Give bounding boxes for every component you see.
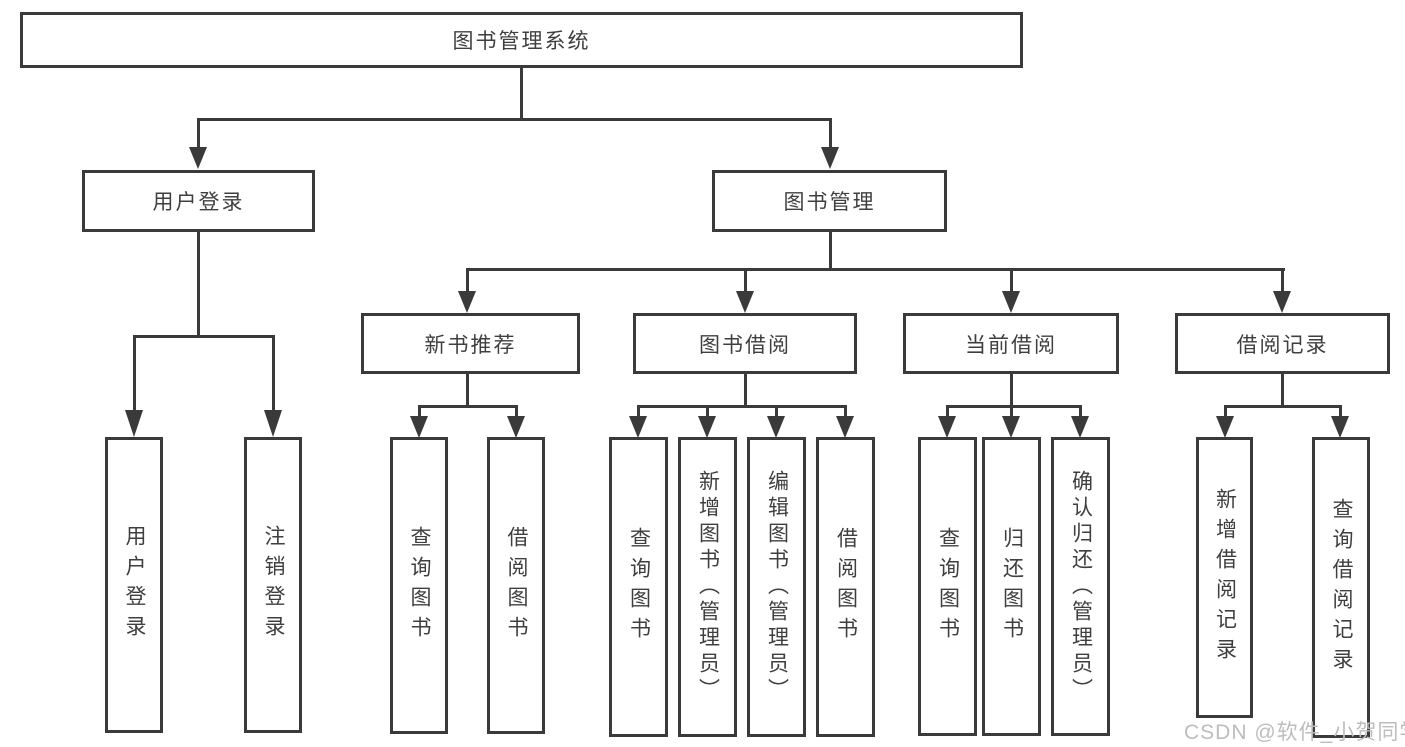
arrow-down-icon	[1273, 291, 1291, 313]
connector-drop-book-borrow	[744, 268, 747, 291]
connector-drop	[706, 405, 709, 416]
connector-drop	[515, 405, 518, 416]
node-leaf-borrow-book-newrec: 借阅图书	[487, 437, 545, 734]
node-leaf-query-book-current-label: 查询图书	[936, 526, 960, 647]
node-root-label: 图书管理系统	[452, 30, 591, 53]
arrow-down-icon	[125, 410, 143, 437]
connector-new-rec-rail	[418, 405, 518, 408]
node-new-book-rec: 新书推荐	[361, 313, 580, 374]
connector-drop-current-borrow	[1010, 268, 1013, 291]
node-leaf-confirm-return-admin: 确认归还（管理员）	[1051, 437, 1110, 736]
arrow-down-icon	[1216, 416, 1234, 438]
connector-user-login-rail	[133, 335, 275, 338]
arrow-down-icon	[1071, 416, 1089, 438]
arrow-down-icon	[1002, 291, 1020, 313]
arrow-down-icon	[189, 147, 207, 169]
arrow-down-icon	[736, 291, 754, 313]
node-leaf-add-borrow-record-label: 新增借阅记录	[1213, 487, 1237, 668]
connector-new-rec-stub	[466, 373, 469, 405]
arrow-down-icon	[507, 416, 525, 438]
connector-borrow-records-rail	[1224, 405, 1342, 408]
connector-current-borrow-rail	[946, 405, 1082, 408]
connector-book-borrow-rail	[637, 405, 847, 408]
node-leaf-query-borrow-record: 查询借阅记录	[1312, 437, 1370, 738]
arrow-down-icon	[821, 147, 839, 169]
watermark: CSDN @软件_小贺同学	[1184, 721, 1405, 744]
connector-root-stub	[520, 68, 523, 118]
node-book-mgmt: 图书管理	[712, 170, 947, 232]
connector-drop	[946, 405, 949, 416]
arrow-down-icon	[938, 416, 956, 438]
node-user-login-label: 用户登录	[152, 191, 245, 214]
node-leaf-user-login: 用户登录	[105, 437, 163, 733]
connector-drop-book-mgmt	[829, 118, 832, 147]
node-book-borrow-label: 图书借阅	[699, 333, 791, 357]
node-new-book-rec-label: 新书推荐	[424, 333, 517, 357]
arrow-down-icon	[1331, 416, 1349, 438]
connector-book-mgmt-stub	[829, 232, 832, 268]
node-leaf-borrow-book-borrow: 借阅图书	[816, 437, 875, 737]
node-leaf-add-borrow-record: 新增借阅记录	[1196, 437, 1253, 718]
node-leaf-edit-book-admin-label: 编辑图书（管理员）	[765, 470, 789, 704]
node-user-login: 用户登录	[82, 170, 315, 232]
node-leaf-query-book-current: 查询图书	[918, 437, 977, 736]
node-root: 图书管理系统	[20, 12, 1023, 68]
node-leaf-query-book-borrow-label: 查询图书	[627, 527, 651, 647]
connector-current-borrow-stub	[1010, 373, 1013, 405]
node-borrow-records: 借阅记录	[1175, 313, 1390, 374]
connector-drop	[418, 405, 421, 416]
node-current-borrow: 当前借阅	[903, 313, 1119, 374]
node-leaf-user-login-label: 用户登录	[123, 525, 146, 645]
connector-borrow-records-stub	[1281, 373, 1284, 405]
arrow-down-icon	[698, 416, 716, 438]
node-leaf-edit-book-admin: 编辑图书（管理员）	[747, 437, 806, 737]
node-current-borrow-label: 当前借阅	[965, 333, 1057, 357]
connector-drop	[844, 405, 847, 416]
connector-drop	[1339, 405, 1342, 416]
node-leaf-return-book: 归还图书	[982, 437, 1041, 736]
connector-drop	[637, 405, 640, 416]
node-leaf-add-book-admin-label: 新增图书（管理员）	[696, 470, 720, 704]
connector-drop	[775, 405, 778, 416]
arrow-down-icon	[767, 416, 785, 438]
connector-drop	[1010, 405, 1013, 416]
node-book-mgmt-label: 图书管理	[783, 191, 876, 214]
node-borrow-records-label: 借阅记录	[1236, 333, 1329, 357]
node-leaf-add-book-admin: 新增图书（管理员）	[678, 437, 737, 737]
node-leaf-query-book-borrow: 查询图书	[609, 437, 668, 737]
node-leaf-borrow-book-newrec-label: 借阅图书	[505, 525, 528, 646]
arrow-down-icon	[629, 416, 647, 438]
node-leaf-logout-login: 注销登录	[244, 437, 302, 733]
connector-drop-user-login	[197, 118, 200, 147]
connector-book-borrow-stub	[744, 373, 747, 405]
connector-drop-leaf-logout	[272, 335, 275, 410]
connector-drop	[1079, 405, 1082, 416]
arrow-down-icon	[836, 416, 854, 438]
node-leaf-query-book-newrec: 查询图书	[390, 437, 448, 734]
node-book-borrow: 图书借阅	[633, 313, 857, 374]
arrow-down-icon	[410, 416, 428, 438]
node-leaf-query-book-newrec-label: 查询图书	[408, 525, 431, 646]
arrow-down-icon	[264, 410, 282, 437]
connector-drop-new-rec	[466, 268, 469, 291]
connector-level2-rail	[197, 118, 832, 121]
connector-drop-borrow-records	[1281, 268, 1284, 291]
node-leaf-logout-login-label: 注销登录	[262, 525, 285, 645]
node-leaf-return-book-label: 归还图书	[1000, 526, 1024, 647]
node-leaf-query-borrow-record-label: 查询借阅记录	[1330, 497, 1353, 678]
arrow-down-icon	[1002, 416, 1020, 438]
arrow-down-icon	[458, 291, 476, 313]
node-leaf-borrow-book-borrow-label: 借阅图书	[834, 527, 858, 647]
connector-drop	[1224, 405, 1227, 416]
node-leaf-confirm-return-admin-label: 确认归还（管理员）	[1069, 469, 1093, 704]
connector-drop-leaf-user-login	[133, 335, 136, 410]
connector-user-login-stub	[197, 232, 200, 335]
connector-level3-rail	[466, 268, 1285, 271]
